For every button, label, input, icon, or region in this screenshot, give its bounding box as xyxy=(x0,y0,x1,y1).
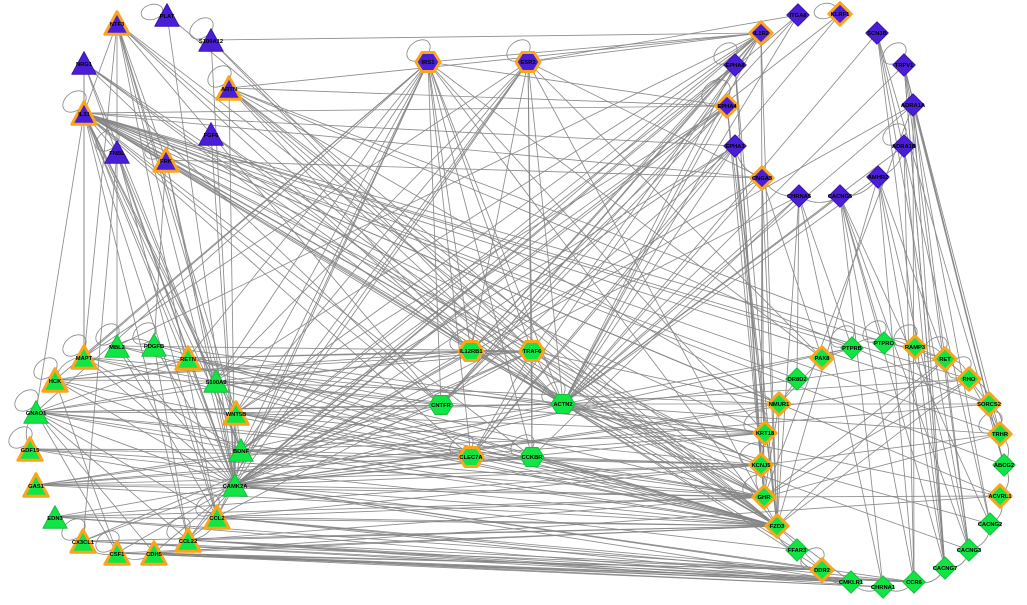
svg-text:CAMK2A: CAMK2A xyxy=(223,484,249,490)
svg-text:IL12RB1: IL12RB1 xyxy=(459,349,483,355)
svg-text:OR8D2: OR8D2 xyxy=(787,377,806,383)
svg-text:AMHR2: AMHR2 xyxy=(868,175,889,181)
svg-text:KRT18: KRT18 xyxy=(756,431,775,437)
svg-text:ADRA1B: ADRA1B xyxy=(892,144,916,150)
svg-text:PLAT: PLAT xyxy=(160,14,175,20)
svg-text:CACNG7: CACNG7 xyxy=(933,566,957,572)
svg-text:CACNG2: CACNG2 xyxy=(978,522,1002,528)
svg-text:CSF1: CSF1 xyxy=(110,552,126,558)
svg-text:NTF3: NTF3 xyxy=(110,22,125,28)
svg-text:RHO: RHO xyxy=(963,377,976,383)
svg-text:DDR2: DDR2 xyxy=(814,568,830,574)
svg-text:CACNG5: CACNG5 xyxy=(828,194,853,200)
svg-text:CHRNA1: CHRNA1 xyxy=(871,585,896,591)
svg-text:GNAO1: GNAO1 xyxy=(26,411,47,417)
svg-text:FFAR3: FFAR3 xyxy=(788,548,807,554)
svg-text:EPHA4: EPHA4 xyxy=(717,104,737,110)
svg-text:CNGA3: CNGA3 xyxy=(752,176,773,182)
svg-text:RAMP3: RAMP3 xyxy=(905,345,926,351)
svg-text:PAX8: PAX8 xyxy=(815,356,830,362)
svg-text:CLEC7A: CLEC7A xyxy=(459,455,483,461)
svg-text:GDF15: GDF15 xyxy=(21,448,40,454)
svg-text:PTPRO: PTPRO xyxy=(874,341,894,347)
svg-text:NRG1: NRG1 xyxy=(76,62,93,68)
svg-text:EDN3: EDN3 xyxy=(47,516,63,522)
svg-text:CNTFR: CNTFR xyxy=(431,403,451,409)
svg-text:IL1R2: IL1R2 xyxy=(753,31,769,37)
svg-text:CACNG3: CACNG3 xyxy=(957,548,982,554)
svg-text:CCL22: CCL22 xyxy=(179,539,197,545)
svg-text:CCKBR: CCKBR xyxy=(522,455,544,461)
svg-text:FNBL: FNBL xyxy=(109,151,125,157)
svg-text:SORCS2: SORCS2 xyxy=(977,402,1001,408)
svg-text:TRPV1: TRPV1 xyxy=(895,63,914,69)
svg-text:MAPT: MAPT xyxy=(76,356,93,362)
svg-text:GAS1: GAS1 xyxy=(28,484,45,490)
svg-text:FZD3: FZD3 xyxy=(770,524,785,530)
svg-text:ACVRL1: ACVRL1 xyxy=(988,494,1012,500)
svg-text:NMUR1: NMUR1 xyxy=(769,402,790,408)
svg-text:SCN3B: SCN3B xyxy=(867,31,887,37)
svg-text:EPHA8: EPHA8 xyxy=(725,63,745,69)
svg-text:ESR2: ESR2 xyxy=(520,60,535,66)
svg-text:CHRNA5: CHRNA5 xyxy=(787,194,812,200)
svg-text:CDH5: CDH5 xyxy=(146,552,163,558)
svg-text:KCNJ5: KCNJ5 xyxy=(751,463,771,469)
svg-text:CMKLR1: CMKLR1 xyxy=(839,580,864,586)
svg-text:TRAF6: TRAF6 xyxy=(523,349,542,355)
svg-text:ITGA8: ITGA8 xyxy=(789,13,807,19)
svg-text:CCR6: CCR6 xyxy=(906,580,923,586)
svg-text:ABCG2: ABCG2 xyxy=(994,463,1014,469)
svg-text:FRK: FRK xyxy=(160,159,173,165)
svg-text:PDGFB: PDGFB xyxy=(144,344,164,350)
svg-text:TRHR: TRHR xyxy=(992,432,1009,438)
svg-text:S100A9: S100A9 xyxy=(206,380,228,386)
svg-text:MBL2: MBL2 xyxy=(109,345,125,351)
svg-text:IRS1: IRS1 xyxy=(422,60,436,66)
svg-text:WNT5B: WNT5B xyxy=(226,412,247,418)
svg-text:RETN: RETN xyxy=(180,357,196,363)
svg-text:BDNF: BDNF xyxy=(233,449,250,455)
svg-text:ADRA1A: ADRA1A xyxy=(901,103,926,109)
svg-text:HCK: HCK xyxy=(49,379,62,385)
svg-text:RET: RET xyxy=(939,357,951,363)
svg-text:CX3CL1: CX3CL1 xyxy=(72,540,95,546)
svg-text:EPHA3: EPHA3 xyxy=(725,144,745,150)
svg-text:PTPRB: PTPRB xyxy=(842,346,862,352)
svg-text:IL31: IL31 xyxy=(78,112,90,118)
svg-text:ACTN2: ACTN2 xyxy=(553,402,572,408)
svg-text:GHR: GHR xyxy=(758,495,772,501)
svg-text:CCL2: CCL2 xyxy=(209,516,224,522)
svg-text:KLRF1: KLRF1 xyxy=(831,12,850,18)
svg-text:FGF6: FGF6 xyxy=(204,133,220,139)
svg-text:S100A12: S100A12 xyxy=(199,39,223,45)
svg-text:ARTN: ARTN xyxy=(221,87,237,93)
